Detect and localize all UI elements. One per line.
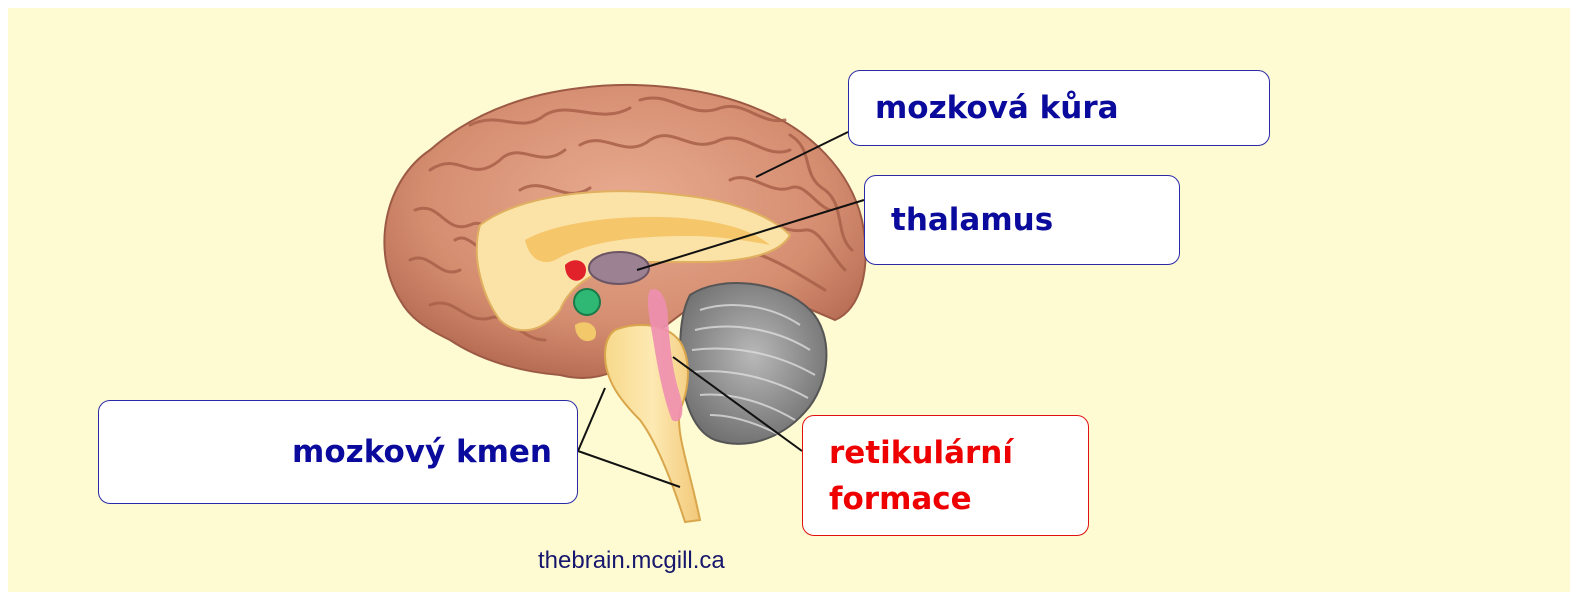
image-credit: thebrain.mcgill.ca — [538, 547, 725, 575]
thalamus-shape — [589, 252, 649, 284]
label-reticular-line1: retikulární — [829, 430, 1013, 476]
label-reticular-formation: retikulární formace — [802, 415, 1089, 536]
label-brainstem-text: mozkový kmen — [292, 434, 552, 470]
brainstem-shape — [605, 325, 700, 522]
label-thalamus-text: thalamus — [891, 202, 1053, 238]
label-cortex: mozková kůra — [848, 70, 1270, 146]
label-thalamus: thalamus — [864, 175, 1180, 265]
label-cortex-text: mozková kůra — [875, 90, 1119, 126]
label-reticular-line2: formace — [829, 476, 972, 522]
hypothalamus-green — [574, 289, 600, 315]
label-brainstem: mozkový kmen — [98, 400, 578, 504]
